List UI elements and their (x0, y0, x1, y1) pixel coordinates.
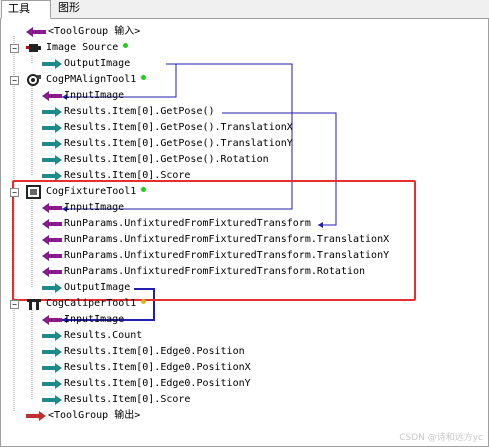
tree-node-image-source[interactable]: Image Source (26, 40, 129, 56)
expander-fixture[interactable]: − (10, 188, 19, 197)
tree-node-pmalign[interactable]: CogPMAlignTool1 (26, 72, 147, 88)
status-ok-icon (141, 186, 147, 192)
terminal-pmalign-score[interactable]: Results.Item[0].Score (42, 168, 190, 184)
output-arrow-icon (42, 59, 62, 69)
caliper-tool-icon (27, 299, 41, 310)
input-arrow-icon (42, 267, 62, 277)
fixture-tool-icon (26, 185, 41, 199)
expander-caliper[interactable]: − (10, 300, 19, 309)
input-arrow-icon (42, 315, 62, 325)
terminal-pmalign-getpose[interactable]: Results.Item[0].GetPose() (42, 104, 215, 120)
group-output-arrow-icon (26, 411, 46, 421)
terminal-caliper-count[interactable]: Results.Count (42, 328, 142, 344)
input-arrow-icon (42, 251, 62, 261)
output-arrow-icon (42, 347, 62, 357)
terminal-fixture-input-image[interactable]: InputImage (42, 200, 124, 216)
terminal-fixture-rotation[interactable]: RunParams.UnfixturedFromFixturedTransfor… (42, 264, 365, 280)
terminal-caliper-positionx[interactable]: Results.Item[0].Edge0.PositionX (42, 360, 251, 376)
terminal-fixture-transform[interactable]: RunParams.UnfixturedFromFixturedTransfor… (42, 216, 311, 232)
tree-node-group-output[interactable]: <ToolGroup 输出> (26, 408, 140, 424)
terminal-output-image[interactable]: OutputImage (42, 56, 130, 72)
input-arrow-icon (42, 235, 62, 245)
status-ok-icon (123, 42, 129, 48)
terminal-fixture-translationy[interactable]: RunParams.UnfixturedFromFixturedTransfor… (42, 248, 389, 264)
output-arrow-icon (42, 379, 62, 389)
tree-node-fixture[interactable]: CogFixtureTool1 (26, 184, 147, 200)
terminal-caliper-position[interactable]: Results.Item[0].Edge0.Position (42, 344, 245, 360)
output-arrow-icon (42, 155, 62, 165)
terminal-caliper-positiony[interactable]: Results.Item[0].Edge0.PositionY (42, 376, 251, 392)
tree-node-caliper[interactable]: CogCaliperTool1 (26, 296, 147, 312)
terminal-pmalign-translationx[interactable]: Results.Item[0].GetPose().TranslationX (42, 120, 293, 136)
tab-tools[interactable]: 工具 (1, 0, 51, 19)
terminal-fixture-output-image[interactable]: OutputImage (42, 280, 130, 296)
output-arrow-icon (42, 139, 62, 149)
tab-graphics[interactable]: 图形 (58, 1, 80, 14)
output-arrow-icon (42, 107, 62, 117)
tree-node-group-input[interactable]: <ToolGroup 输入> (26, 24, 140, 40)
status-warning-icon (141, 298, 147, 304)
expander-pmalign[interactable]: − (10, 76, 19, 85)
terminal-caliper-input-image[interactable]: InputImage (42, 312, 124, 328)
output-arrow-icon (42, 171, 62, 181)
camera-icon (26, 44, 41, 52)
status-ok-icon (141, 74, 147, 80)
input-arrow-icon (26, 27, 46, 37)
output-arrow-icon (42, 123, 62, 133)
highlight-box (12, 180, 416, 301)
terminal-pmalign-input-image[interactable]: InputImage (42, 88, 124, 104)
input-arrow-icon (42, 91, 62, 101)
input-arrow-icon (42, 203, 62, 213)
terminal-pmalign-rotation[interactable]: Results.Item[0].GetPose().Rotation (42, 152, 269, 168)
output-arrow-icon (42, 363, 62, 373)
output-arrow-icon (42, 395, 62, 405)
watermark: CSDN @诗和远方yc (399, 433, 483, 443)
tab-bar: 工具 图形 (0, 0, 489, 19)
terminal-fixture-translationx[interactable]: RunParams.UnfixturedFromFixturedTransfor… (42, 232, 389, 248)
terminal-pmalign-translationy[interactable]: Results.Item[0].GetPose().TranslationY (42, 136, 293, 152)
terminal-caliper-score[interactable]: Results.Item[0].Score (42, 392, 190, 408)
pmalign-tool-icon (27, 74, 41, 86)
output-arrow-icon (42, 331, 62, 341)
input-arrow-icon (42, 219, 62, 229)
output-arrow-icon (42, 283, 62, 293)
expander-image-source[interactable]: − (10, 44, 19, 53)
